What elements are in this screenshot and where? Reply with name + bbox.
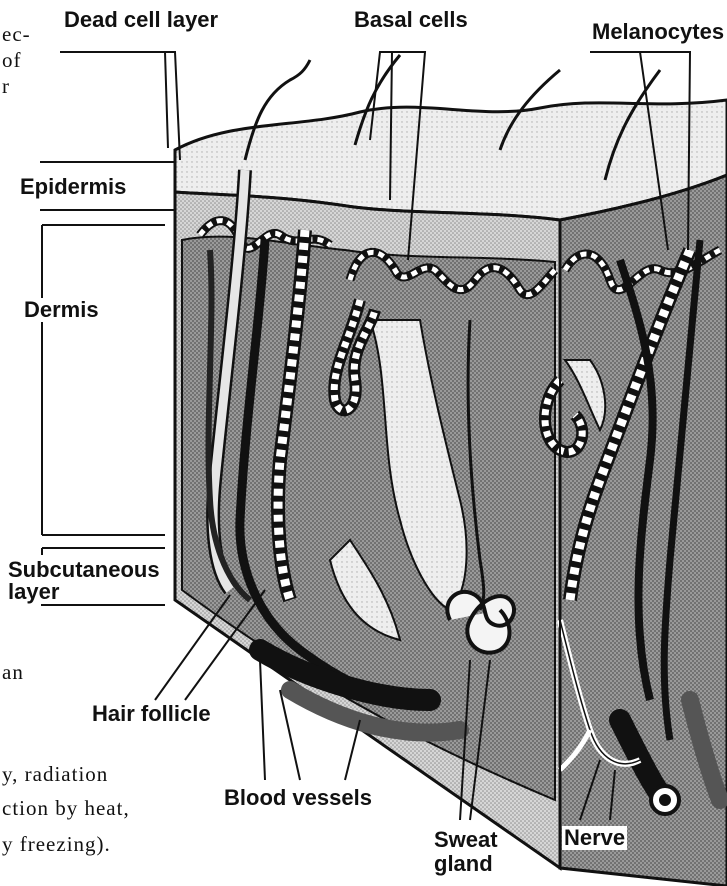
body-text-top-line3: r [2, 74, 10, 99]
label-melanocytes: Melanocytes [590, 20, 726, 44]
body-text-top-line1: ec- [2, 22, 31, 47]
body-text-left-an: an [2, 660, 24, 685]
label-sweat-gland-line2: gland [432, 852, 495, 876]
label-dermis: Dermis [22, 298, 101, 322]
label-sweat-gland: Sweat [432, 828, 500, 852]
label-blood-vessels: Blood vessels [222, 786, 374, 810]
body-text-bottom-line1: y, radiation [2, 762, 108, 787]
body-text-top-line2: of [2, 48, 22, 73]
label-nerve: Nerve [562, 826, 627, 850]
label-epidermis: Epidermis [18, 175, 128, 199]
body-text-bottom-line3: y freezing). [2, 832, 111, 857]
label-hair-follicle: Hair follicle [90, 702, 213, 726]
body-text-bottom-line2: ction by heat, [2, 796, 130, 821]
label-basal-cells: Basal cells [352, 8, 470, 32]
label-subcutaneous-layer: layer [6, 580, 61, 604]
label-dead-cell-layer: Dead cell layer [62, 8, 220, 32]
